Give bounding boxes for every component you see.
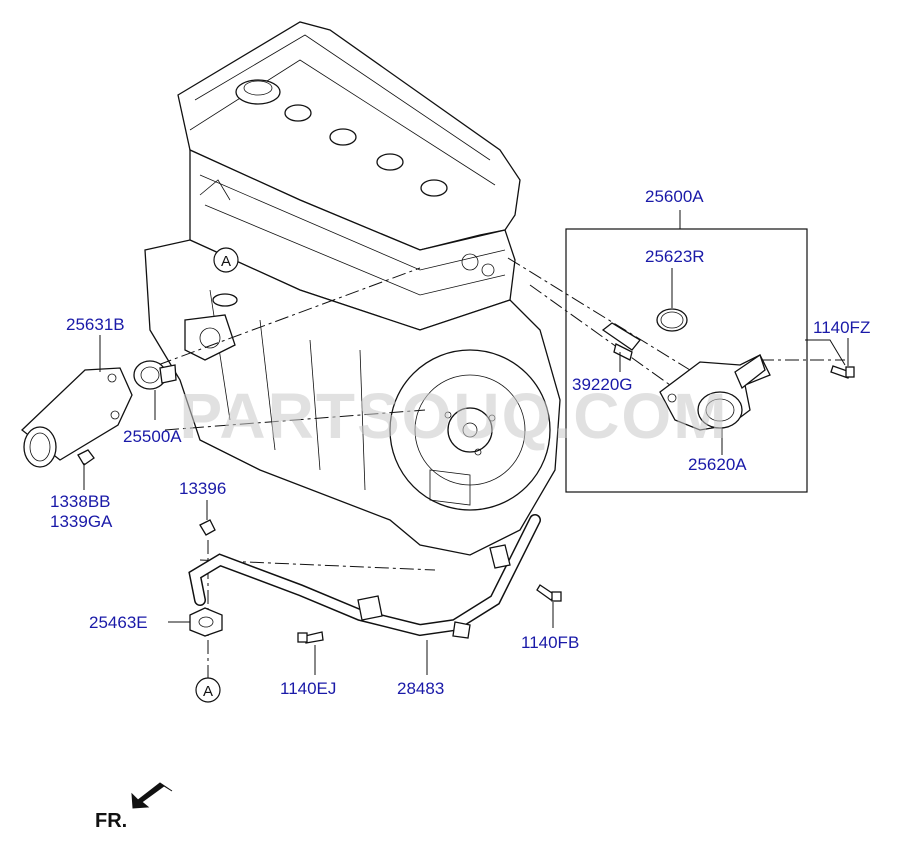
bolt-ej-part[interactable]: [297, 631, 324, 644]
gasket-part[interactable]: [189, 607, 223, 637]
bolt-fb-part[interactable]: [536, 584, 562, 602]
water-fitting-part[interactable]: [659, 353, 771, 431]
water-outlet-part[interactable]: [21, 367, 133, 468]
thermostat-part[interactable]: [133, 360, 177, 390]
reference-mark-a-bottom: A: [195, 677, 221, 703]
label-gasket[interactable]: 25463E: [89, 613, 148, 632]
label-assembly[interactable]: 25600A: [645, 187, 704, 206]
reference-mark-label: A: [203, 683, 213, 700]
label-bolt-fb[interactable]: 1140FB: [521, 633, 579, 652]
label-stud-nut[interactable]: 13396: [179, 479, 226, 498]
temperature-sensor-part[interactable]: [601, 322, 641, 361]
label-bolt-fz[interactable]: 1140FZ: [813, 318, 870, 337]
label-nut[interactable]: 1338BB: [50, 492, 111, 511]
stud-nut-part[interactable]: [199, 519, 216, 536]
reference-mark-label: A: [221, 253, 231, 270]
reference-mark-a-top: A: [213, 247, 239, 273]
label-outlet[interactable]: 25631B: [66, 315, 125, 334]
label-fitting[interactable]: 25620A: [688, 455, 747, 474]
arrow-left-down-icon: [131, 782, 173, 809]
front-direction-label: FR.: [95, 810, 127, 832]
nut-part[interactable]: [77, 449, 95, 466]
label-o-ring[interactable]: 25623R: [645, 247, 705, 266]
label-sensor[interactable]: 39220G: [572, 375, 633, 394]
label-thermostat[interactable]: 25500A: [123, 427, 182, 446]
assembly-frame: [565, 228, 808, 493]
label-bolt-ej[interactable]: 1140EJ: [280, 679, 336, 698]
engine-block-illustration: [144, 21, 561, 556]
watermark-text: PARTSOUQ.COM: [179, 380, 728, 452]
label-pipe[interactable]: 28483: [397, 679, 444, 698]
label-leaders: [83, 268, 849, 675]
bolt-fz-part[interactable]: [830, 365, 855, 379]
coolant-pipe-part[interactable]: [188, 514, 541, 639]
label-nut-2[interactable]: 1339GA: [50, 512, 113, 531]
front-direction-indicator: FR.: [95, 782, 173, 832]
